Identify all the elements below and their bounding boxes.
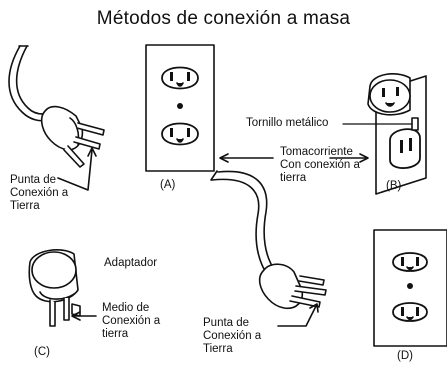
metal-screw-label: Tornillo metálico	[246, 117, 329, 129]
diagram-title: Métodos de conexión a masa	[96, 8, 351, 29]
panel-label-b: (B)	[386, 180, 402, 192]
grounded-outlet-label: Tomacorriente Con conexión a tierra	[280, 146, 360, 184]
grounding-prong-label-1: Punta de Conexión a Tierra	[10, 174, 69, 212]
grounded-outlet-a-illustration	[145, 44, 215, 172]
adapter-label: Adaptador	[104, 257, 158, 269]
panel-label-a: (A)	[160, 179, 176, 191]
grounding-means-label: Medio de Conexión a tierra	[102, 302, 161, 340]
grounded-plug-illustration-1	[8, 45, 105, 191]
panel-label-d: (D)	[397, 350, 413, 362]
grounded-outlet-d-illustration	[373, 229, 447, 347]
grounded-plug-illustration-2	[210, 170, 327, 327]
outlet-callout-arrows	[219, 153, 369, 163]
panel-label-c: (C)	[34, 346, 50, 358]
outlet-with-adapter-b-illustration	[342, 73, 427, 195]
adapter-c-illustration	[28, 249, 97, 327]
grounding-prong-label-2: Punta de Conexión a Tierra	[203, 317, 262, 355]
